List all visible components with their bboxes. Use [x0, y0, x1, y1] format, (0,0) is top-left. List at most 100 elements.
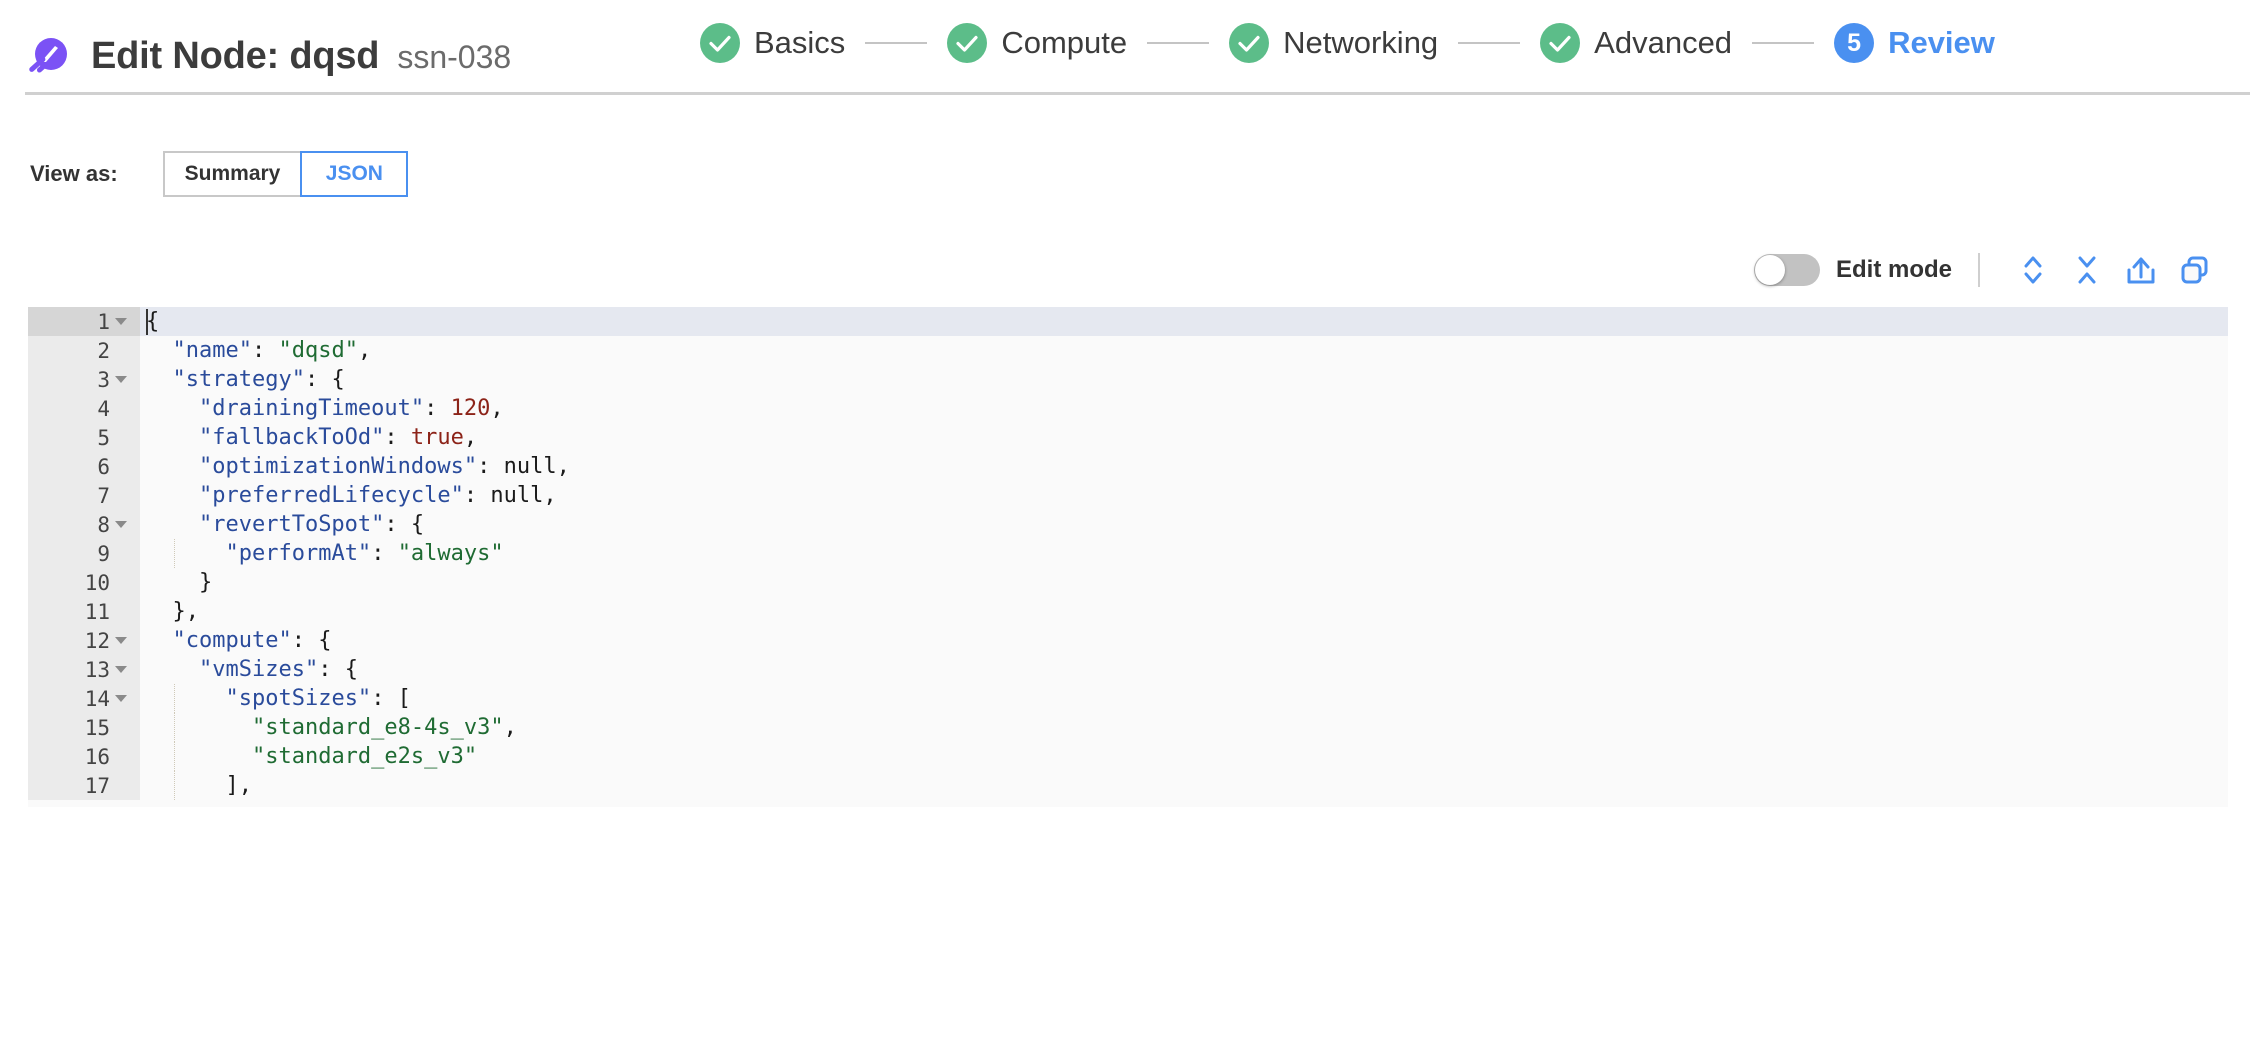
indent-guide	[174, 771, 176, 800]
code-line[interactable]: 1{	[28, 307, 2228, 336]
fold-toggle-icon[interactable]	[110, 666, 132, 673]
stepper-item-compute[interactable]: Compute	[947, 23, 1127, 63]
view-as-label: View as:	[30, 161, 118, 186]
line-number-gutter: 16	[28, 742, 140, 771]
code-text: "standard_e8-4s_v3",	[140, 713, 2228, 742]
code-text: "revertToSpot": {	[140, 510, 2228, 539]
step-connector	[1147, 42, 1210, 44]
toggle-knob	[1754, 255, 1785, 285]
json-code-editor[interactable]: 1{2 "name": "dqsd",3 "strategy": {4 "dra…	[28, 307, 2228, 807]
fold-toggle-icon[interactable]	[110, 637, 132, 644]
chevron-down-icon	[115, 695, 127, 702]
code-line[interactable]: 13 "vmSizes": {	[28, 655, 2228, 684]
edit-mode-toggle[interactable]	[1753, 254, 1820, 286]
line-number: 7	[97, 483, 110, 508]
code-text: "vmSizes": {	[140, 655, 2228, 684]
code-line[interactable]: 4 "drainingTimeout": 120,	[28, 394, 2228, 423]
stepper-item-advanced[interactable]: Advanced	[1540, 23, 1732, 63]
toolbar-divider	[1978, 253, 1980, 287]
line-number-gutter: 7	[28, 481, 140, 510]
copy-icon[interactable]	[2168, 250, 2222, 290]
chevron-down-icon	[115, 318, 127, 325]
line-number-gutter: 1	[28, 307, 140, 336]
code-line[interactable]: 3 "strategy": {	[28, 365, 2228, 394]
code-text: "performAt": "always"	[140, 539, 2228, 568]
fold-toggle-icon[interactable]	[110, 318, 132, 325]
page-title: Edit Node: dqsd	[91, 35, 380, 77]
stepper-item-basics[interactable]: Basics	[700, 23, 845, 63]
line-number-gutter: 6	[28, 452, 140, 481]
line-number: 4	[97, 396, 110, 421]
code-text: "compute": {	[140, 626, 2228, 655]
check-icon	[1540, 23, 1581, 63]
line-number: 17	[84, 773, 110, 798]
line-number: 3	[97, 367, 110, 392]
line-number: 5	[97, 425, 110, 450]
step-connector	[1458, 42, 1521, 44]
view-as-option-summary[interactable]: Summary	[162, 151, 303, 197]
code-line[interactable]: 7 "preferredLifecycle": null,	[28, 481, 2228, 510]
stepper-item-networking[interactable]: Networking	[1229, 23, 1438, 63]
code-text: "optimizationWindows": null,	[140, 452, 2228, 481]
code-line[interactable]: 9 "performAt": "always"	[28, 539, 2228, 568]
line-number: 15	[84, 715, 110, 740]
spot-comet-logo-icon	[25, 35, 69, 79]
line-number-gutter: 13	[28, 655, 140, 684]
code-line[interactable]: 6 "optimizationWindows": null,	[28, 452, 2228, 481]
code-line[interactable]: 11 },	[28, 597, 2228, 626]
check-icon	[700, 23, 740, 63]
line-number: 2	[97, 338, 110, 363]
line-number: 11	[84, 599, 110, 624]
chevron-down-icon	[115, 637, 127, 644]
line-number: 10	[84, 570, 110, 595]
line-number-gutter: 5	[28, 423, 140, 452]
code-text: "strategy": {	[140, 365, 2228, 394]
expand-all-icon[interactable]	[2006, 250, 2060, 290]
code-line[interactable]: 16 "standard_e2s_v3"	[28, 742, 2228, 771]
check-icon	[947, 23, 988, 63]
indent-guide	[174, 713, 176, 742]
code-text: }	[140, 568, 2228, 597]
fold-toggle-icon[interactable]	[110, 695, 132, 702]
line-number-gutter: 15	[28, 713, 140, 742]
line-number-gutter: 12	[28, 626, 140, 655]
line-number-gutter: 4	[28, 394, 140, 423]
line-number: 12	[84, 628, 110, 653]
collapse-all-icon[interactable]	[2060, 250, 2114, 290]
view-as-option-json[interactable]: JSON	[300, 151, 409, 197]
fold-toggle-icon[interactable]	[110, 521, 132, 528]
stepper-label: Networking	[1283, 25, 1439, 60]
fold-toggle-icon[interactable]	[110, 376, 132, 383]
code-text: "preferredLifecycle": null,	[140, 481, 2228, 510]
code-text: "standard_e2s_v3"	[140, 742, 2228, 771]
line-number: 1	[97, 309, 110, 334]
code-line[interactable]: 10 }	[28, 568, 2228, 597]
code-line[interactable]: 5 "fallbackToOd": true,	[28, 423, 2228, 452]
text-cursor	[146, 308, 148, 335]
line-number-gutter: 10	[28, 568, 140, 597]
line-number-gutter: 11	[28, 597, 140, 626]
code-text: "fallbackToOd": true,	[140, 423, 2228, 452]
code-line[interactable]: 14 "spotSizes": [	[28, 684, 2228, 713]
code-text: "spotSizes": [	[140, 684, 2228, 713]
node-id-label: ssn-038	[397, 39, 512, 75]
indent-guide	[174, 684, 176, 713]
indent-guide	[174, 539, 176, 568]
line-number: 16	[84, 744, 110, 769]
code-line[interactable]: 8 "revertToSpot": {	[28, 510, 2228, 539]
code-line[interactable]: 2 "name": "dqsd",	[28, 336, 2228, 365]
line-number-gutter: 8	[28, 510, 140, 539]
code-text: "drainingTimeout": 120,	[140, 394, 2228, 423]
code-line[interactable]: 12 "compute": {	[28, 626, 2228, 655]
header-title-block: Edit Node: dqsd ssn-038	[91, 35, 511, 78]
share-icon[interactable]	[2114, 250, 2168, 290]
code-line[interactable]: 15 "standard_e8-4s_v3",	[28, 713, 2228, 742]
code-line[interactable]: 17 ],	[28, 771, 2228, 800]
edit-mode-label: Edit mode	[1835, 256, 1952, 283]
step-connector	[1752, 42, 1815, 44]
stepper-label: Review	[1888, 25, 1995, 60]
